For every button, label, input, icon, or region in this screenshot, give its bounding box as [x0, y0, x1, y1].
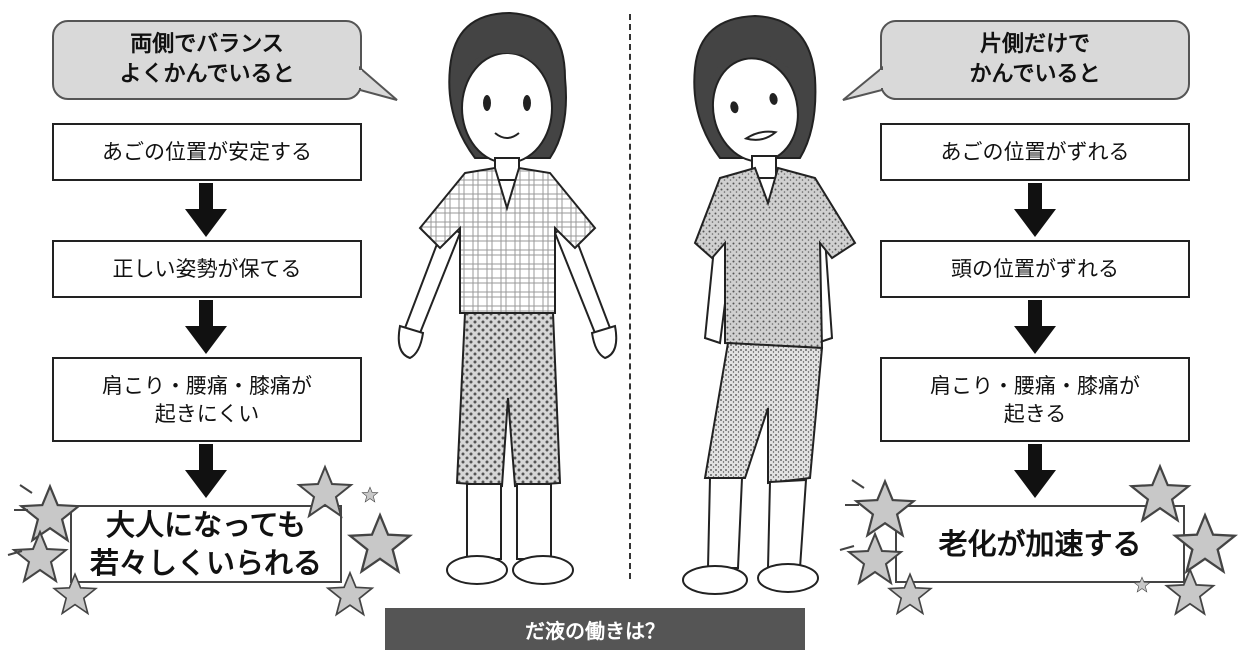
right-step-3: 肩こり・腰痛・膝痛が 起きる	[880, 357, 1190, 442]
left-bubble-text: 両側でバランス よくかんでいると	[119, 32, 295, 87]
right-step-1: あごの位置がずれる	[880, 123, 1190, 181]
right-step-2: 頭の位置がずれる	[880, 240, 1190, 298]
right-step-2-text: 頭の位置がずれる	[951, 257, 1119, 281]
left-bubble-tail	[358, 65, 398, 101]
right-bubble-text: 片側だけで かんでいると	[969, 32, 1101, 87]
left-step-2: 正しい姿勢が保てる	[52, 240, 362, 298]
left-step-3-text: 肩こり・腰痛・膝痛が 起きにくい	[102, 373, 312, 426]
right-down-arrow-3	[1014, 444, 1056, 498]
left-step-1: あごの位置が安定する	[52, 123, 362, 181]
right-result-text: 老化が加速する	[938, 527, 1142, 561]
left-result-text: 大人になっても 若々しくいられる	[89, 508, 322, 580]
center-divider	[629, 14, 631, 579]
left-down-arrow-3	[185, 444, 227, 498]
left-result-box: 大人になっても 若々しくいられる	[70, 505, 342, 583]
footer-title-bar: だ液の働きは？	[385, 608, 805, 650]
right-bubble-tail	[842, 65, 884, 101]
right-star-decorations	[839, 465, 1237, 615]
left-down-arrow-1	[185, 183, 227, 237]
right-step-1-text: あごの位置がずれる	[940, 140, 1130, 164]
left-speech-bubble: 両側でバランス よくかんでいると	[52, 20, 362, 100]
footer-title: だ液の働きは？	[525, 618, 665, 643]
unbalanced-woman-illustration	[682, 14, 857, 595]
left-down-arrow-2	[185, 300, 227, 354]
balanced-woman-illustration	[397, 11, 618, 585]
left-step-3: 肩こり・腰痛・膝痛が 起きにくい	[52, 357, 362, 442]
left-step-2-text: 正しい姿勢が保てる	[112, 257, 302, 281]
right-down-arrow-1	[1014, 183, 1056, 237]
right-result-box: 老化が加速する	[895, 505, 1185, 583]
right-down-arrow-2	[1014, 300, 1056, 354]
right-speech-bubble: 片側だけで かんでいると	[880, 20, 1190, 100]
left-step-1-text: あごの位置が安定する	[102, 140, 312, 164]
right-step-3-text: 肩こり・腰痛・膝痛が 起きる	[930, 373, 1140, 426]
left-star-decorations	[7, 466, 412, 616]
